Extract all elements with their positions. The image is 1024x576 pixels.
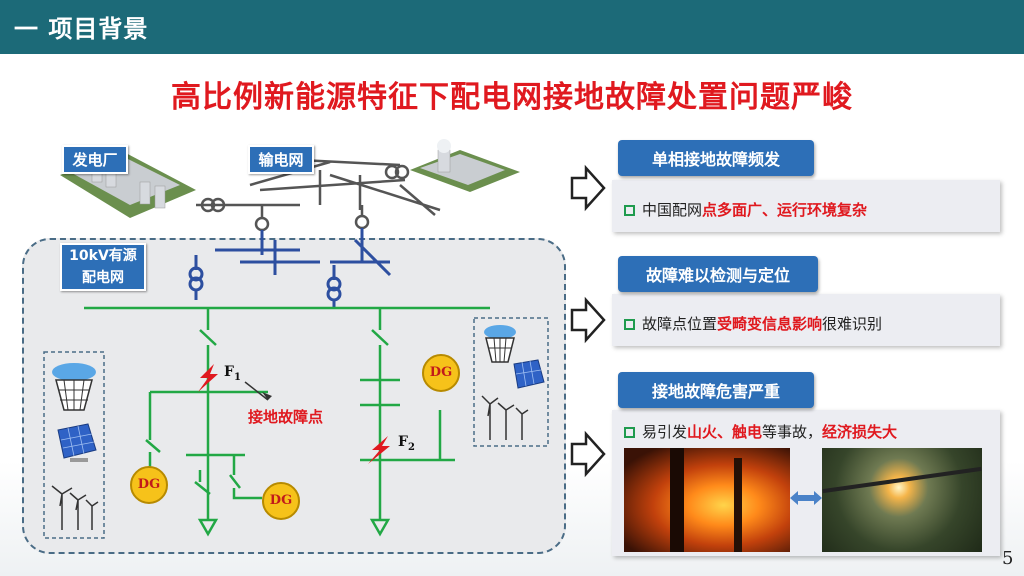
fault-lightning-icon-2 [368,436,390,464]
power-plant-label: 发电厂 [62,145,128,174]
card-1-body [612,180,1000,232]
card-2-line: 故障点位置受畸变信息影响很难识别 [624,313,882,334]
arrow-right-icon-2 [570,296,606,344]
transmission-grid-label: 输电网 [248,145,314,174]
outline-arrows [570,164,606,478]
energy-storage-icon-right [484,325,516,363]
dg-generator-3: DG [262,482,300,520]
pointer-arrowhead [262,392,272,400]
card-1-title: 单相接地故障频发 [618,140,814,176]
fault-f1-label: F1 [224,364,241,383]
main-title: 高比例新能源特征下配电网接地故障处置问题严峻 [171,80,853,115]
header-bar [0,0,1024,54]
burning-tree-trunk [734,458,742,552]
wildfire-photo [624,448,790,552]
right-der-box [473,317,549,447]
bullet-square-icon [624,205,635,216]
bullet-square-icon [624,427,635,438]
arrow-right-icon-3 [570,430,606,478]
solar-panel-icon-right [513,359,545,389]
page-number: 5 [1002,548,1014,569]
dg-generator-2: DG [130,466,168,504]
card-2-body [612,294,1000,346]
double-arrow-icon [790,491,822,505]
wind-turbine-icon-left [51,485,99,530]
wind-turbine-icon-right [481,395,529,440]
pointer-line [244,381,269,401]
left-der-box [43,351,105,539]
fault-lightning-icon-1 [198,364,218,392]
burning-tree-trunk [670,448,684,552]
card-3-title: 接地故障危害严重 [618,372,814,408]
substation-icon [410,139,520,192]
power-line [822,466,982,494]
solar-panel-icon-left [57,423,97,462]
arrow-right-icon-1 [570,164,606,212]
transmission-lines [196,158,441,232]
dg-generator-1: DG [422,354,460,392]
bullet-square-icon [624,319,635,330]
distribution-network-label: 10kV有源 配电网 [60,243,146,291]
distribution-lines [188,228,392,308]
card-1-line: 中国配网点多面广、运行环境复杂 [624,199,867,220]
section-title: 一 项目背景 [14,15,149,43]
card-3-line: 易引发山火、触电等事故，经济损失大 [624,421,897,442]
feeder-lines [84,306,490,537]
energy-storage-icon-left [52,363,96,411]
ground-fault-point-label: 接地故障点 [248,408,324,426]
distribution-label-line2: 配电网 [82,270,124,286]
electric-shock-photo [822,448,982,552]
card-2-title: 故障难以检测与定位 [618,256,818,292]
fault-f2-label: F2 [398,434,415,453]
distribution-label-line1: 10kV有源 [69,248,137,264]
